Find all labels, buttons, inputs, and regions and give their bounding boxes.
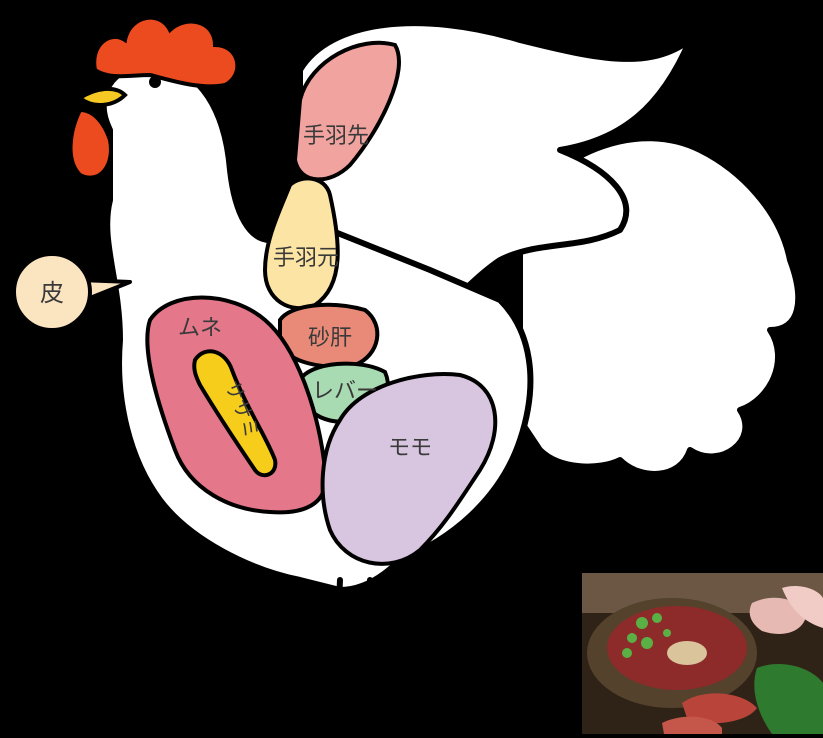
kawa-label: 皮: [40, 279, 64, 307]
legs: [300, 580, 400, 715]
grilled-chicken-photo: [582, 573, 823, 734]
tebamoto-part: [265, 178, 338, 308]
mune-label: ムネ: [178, 316, 222, 341]
momo-label: モモ: [388, 436, 432, 461]
sunagimo-label: 砂肝: [308, 326, 352, 351]
comb: [94, 18, 237, 87]
tebamoto-label: 手羽元: [273, 246, 339, 271]
tebasaki-label: 手羽先: [303, 124, 369, 149]
liver-label: レバー: [312, 379, 378, 404]
eye: [149, 76, 161, 88]
